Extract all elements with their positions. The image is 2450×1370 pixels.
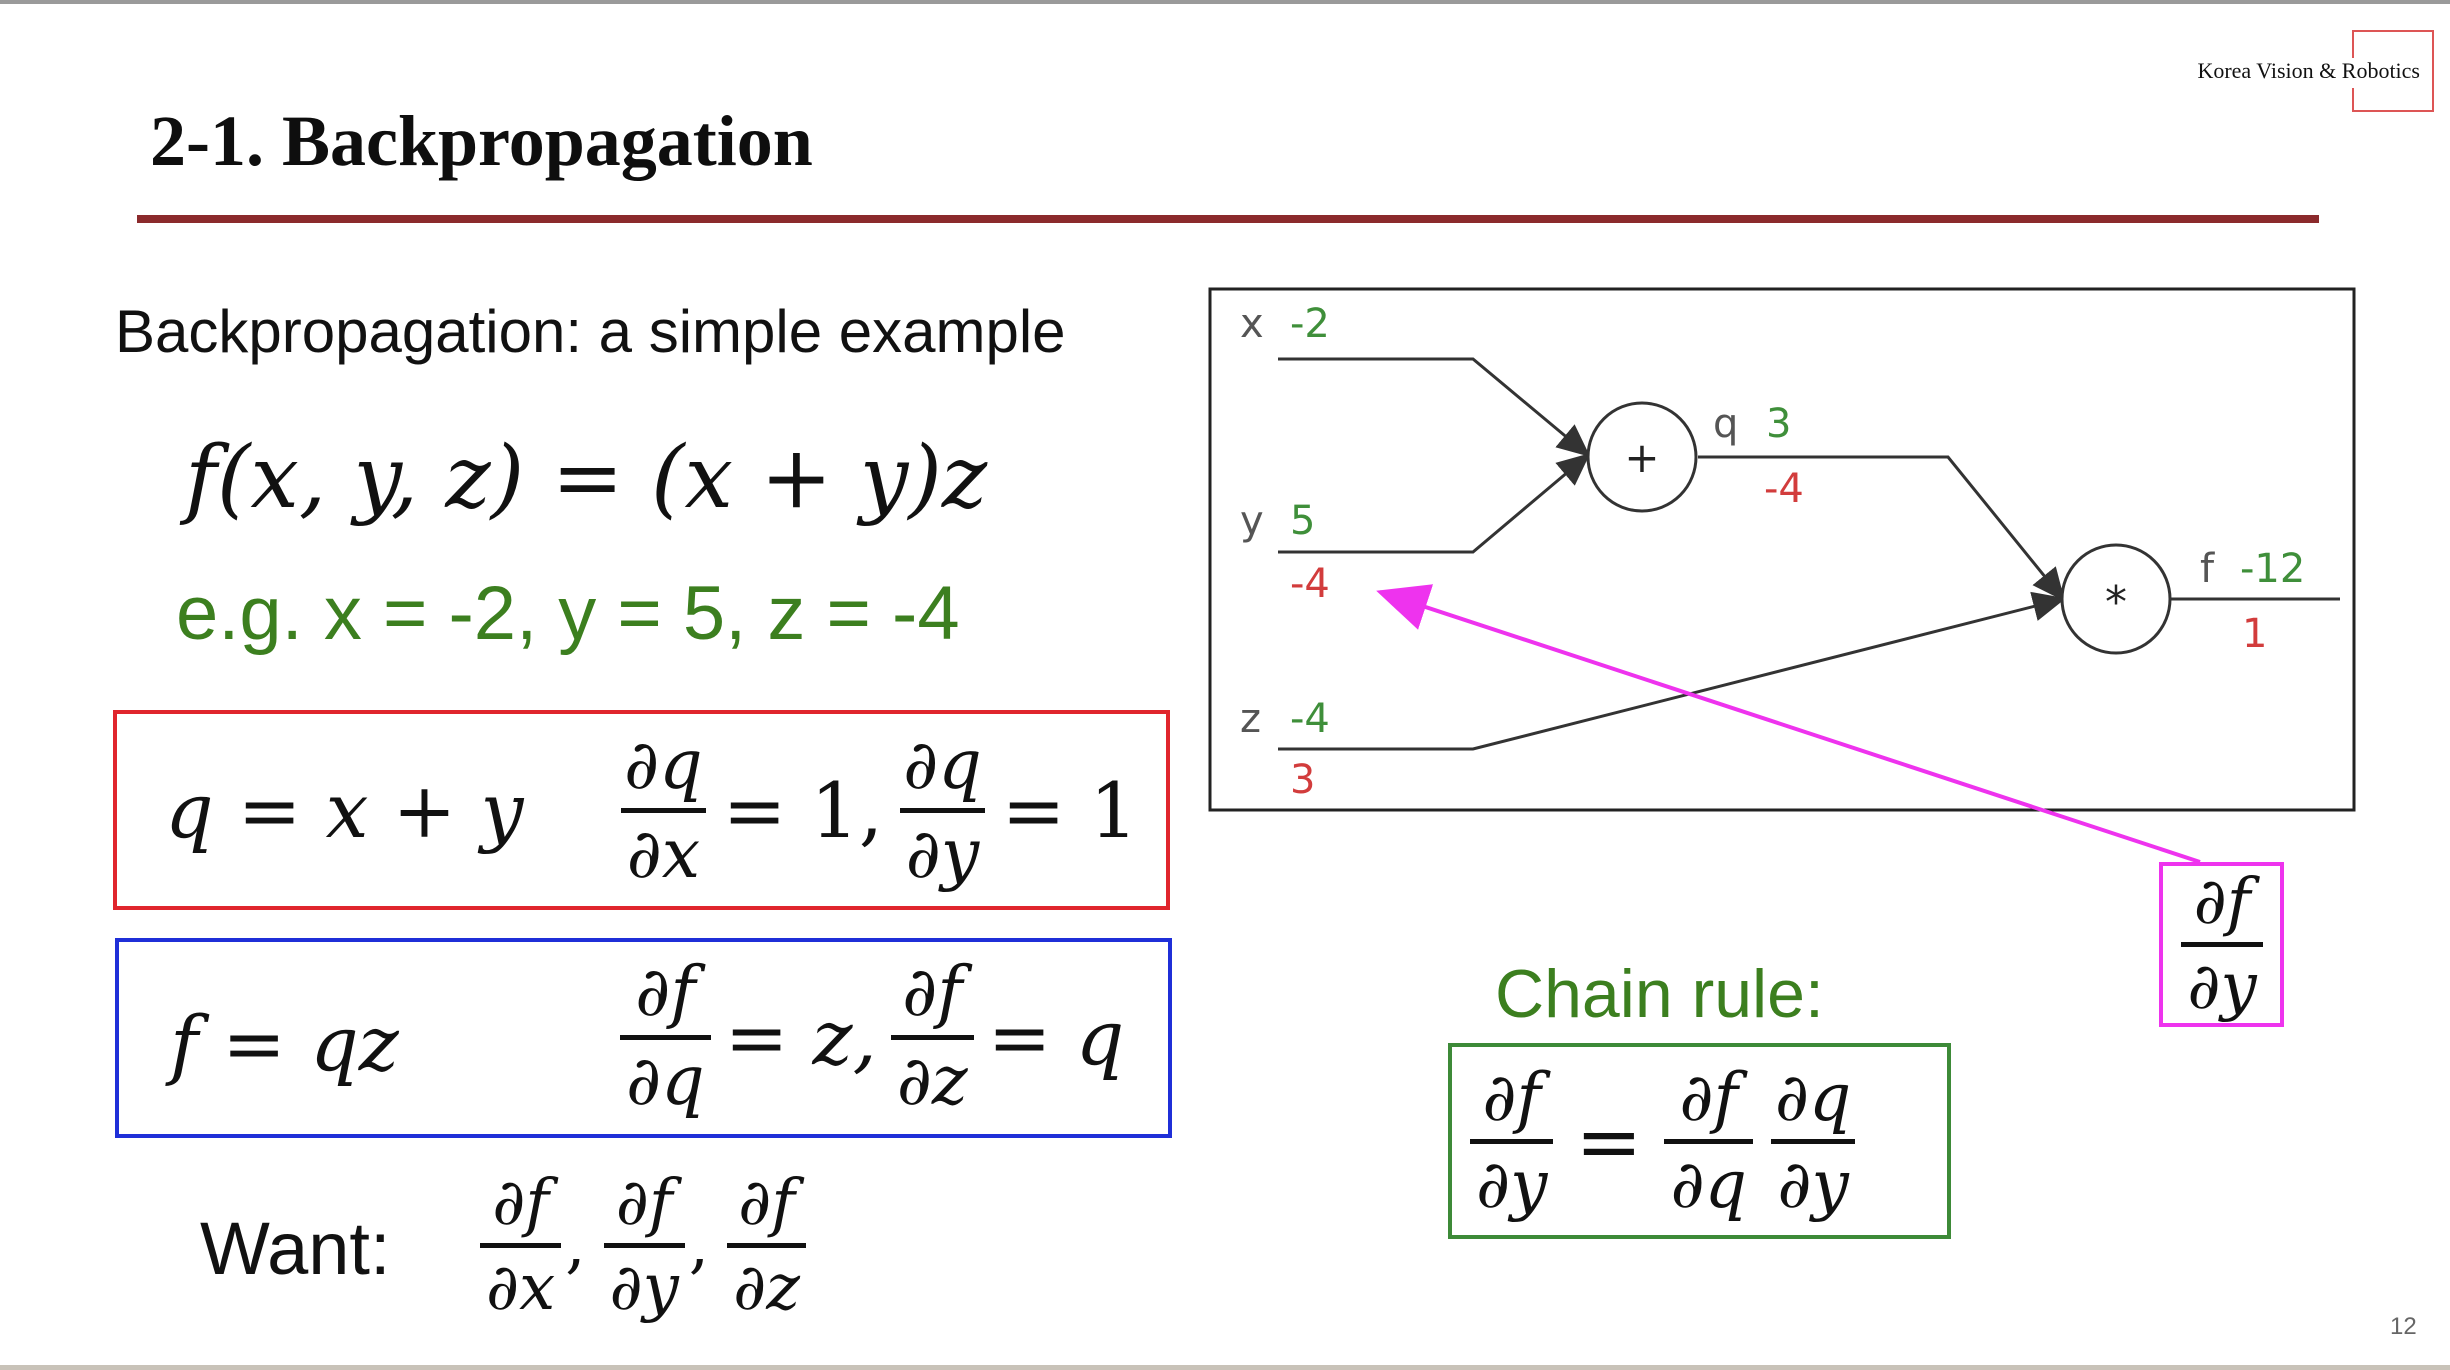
frac-num: ∂f bbox=[902, 952, 963, 1032]
want-label: Want: bbox=[200, 1207, 391, 1290]
input-x-name: x bbox=[1240, 301, 1264, 347]
example-values: e.g. x = -2, y = 5, z = -4 bbox=[176, 571, 960, 656]
want-fraction: ∂f∂z bbox=[727, 1171, 806, 1320]
input-z-name: z bbox=[1240, 696, 1261, 742]
edge-y bbox=[1278, 453, 1591, 554]
dq-dy-fraction: ∂q∂y bbox=[897, 725, 988, 889]
dq-dx-value: = 1, bbox=[722, 765, 884, 855]
page-title: 2-1. Backpropagation bbox=[150, 101, 813, 181]
f-derivatives: ∂f∂q = z, ∂f∂z = q bbox=[620, 958, 1125, 1115]
chain-lhs-fraction: ∂f∂y bbox=[1470, 1058, 1554, 1218]
frac-den: ∂x bbox=[480, 1242, 562, 1320]
node-f-value: -12 bbox=[2240, 546, 2305, 592]
frac-num: ∂f bbox=[635, 952, 696, 1032]
want-fraction: ∂f∂x bbox=[480, 1165, 562, 1320]
frac-num: ∂q bbox=[1774, 1058, 1852, 1136]
want-separator: , bbox=[688, 1208, 710, 1282]
input-x-value: -2 bbox=[1290, 301, 1330, 347]
chain-r1-fraction: ∂f∂q bbox=[1664, 1058, 1753, 1218]
node-f-name: f bbox=[2200, 546, 2215, 592]
frac-den: ∂z bbox=[727, 1242, 806, 1320]
frac-den: ∂q bbox=[620, 1034, 711, 1116]
want-fraction: ∂f∂y bbox=[603, 1165, 685, 1320]
highlight-fraction: ∂f∂y bbox=[2181, 864, 2263, 1019]
node-q-grad: -4 bbox=[1764, 466, 1804, 512]
frac-num: ∂f bbox=[2193, 864, 2251, 939]
frac-num: ∂f bbox=[1482, 1058, 1541, 1136]
subtitle: Backpropagation: a simple example bbox=[115, 298, 1066, 365]
input-z-grad: 3 bbox=[1290, 757, 1315, 803]
multiply-op: * bbox=[2105, 577, 2127, 628]
frac-num: ∂q bbox=[624, 725, 703, 805]
dq-dy-value: = 1 bbox=[1001, 765, 1138, 855]
page-number: 12 bbox=[2390, 1313, 2417, 1340]
f-equation-lhs: f = qz bbox=[170, 998, 399, 1088]
title-rule bbox=[137, 215, 2319, 223]
input-z-value: -4 bbox=[1290, 696, 1330, 742]
want-separator: , bbox=[565, 1208, 586, 1282]
highlight-box bbox=[2159, 862, 2284, 1027]
edge-q bbox=[1698, 455, 2065, 602]
chain-rule-equation: ∂f∂y = ∂f∂q ∂q∂y bbox=[1470, 1058, 1857, 1224]
edge-x bbox=[1278, 357, 1591, 457]
frac-den: ∂y bbox=[603, 1242, 685, 1320]
node-q-value: 3 bbox=[1766, 401, 1791, 447]
frac-den: ∂y bbox=[1470, 1138, 1554, 1218]
frac-num: ∂q bbox=[903, 725, 982, 805]
input-y-grad: -4 bbox=[1290, 561, 1330, 607]
df-dq-fraction: ∂f∂q bbox=[620, 952, 711, 1116]
chain-rule-box bbox=[1448, 1043, 1951, 1239]
frac-den: ∂z bbox=[890, 1034, 974, 1116]
add-node bbox=[1586, 401, 1698, 513]
q-derivatives: ∂q∂x = 1, ∂q∂y = 1 bbox=[618, 731, 1138, 888]
function-expression: f(x, y, z) = (x + y)z bbox=[185, 428, 988, 528]
graph-frame bbox=[1208, 287, 2356, 812]
f-equation-box bbox=[115, 938, 1172, 1138]
frac-num: ∂f bbox=[492, 1165, 549, 1240]
dq-dx-fraction: ∂q∂x bbox=[618, 725, 709, 889]
df-dz-fraction: ∂f∂z bbox=[890, 952, 974, 1116]
df-dq-value: = z, bbox=[724, 992, 877, 1082]
computational-graph: + * x -2 y 5 -4 z -4 3 q 3 -4 f -12 1 bbox=[1208, 287, 2356, 812]
frac-den: ∂q bbox=[1664, 1138, 1753, 1218]
frac-den: ∂y bbox=[1771, 1138, 1855, 1218]
want-derivatives: ∂f∂x , ∂f∂y , ∂f∂z bbox=[480, 1160, 806, 1330]
frac-num: ∂f bbox=[1679, 1058, 1738, 1136]
frac-num: ∂f bbox=[615, 1165, 673, 1240]
input-y-value: 5 bbox=[1290, 498, 1315, 544]
q-equation-lhs: q = x + y bbox=[165, 765, 524, 855]
top-border bbox=[0, 0, 2450, 4]
q-equation-box bbox=[113, 710, 1170, 910]
chain-r2-fraction: ∂q∂y bbox=[1769, 1058, 1857, 1218]
df-dz-value: = q bbox=[987, 992, 1125, 1082]
frac-den: ∂x bbox=[620, 807, 707, 889]
node-q-name: q bbox=[1713, 401, 1738, 447]
org-label: Korea Vision & Robotics bbox=[2180, 58, 2424, 88]
frac-den: ∂y bbox=[899, 807, 986, 889]
add-op: + bbox=[1624, 433, 1659, 482]
bottom-border bbox=[0, 1365, 2450, 1370]
highlight-derivative: ∂f∂y bbox=[2166, 868, 2278, 1020]
input-y-name: y bbox=[1240, 498, 1264, 544]
chain-equals: = bbox=[1575, 1094, 1643, 1188]
node-f-grad: 1 bbox=[2242, 611, 2267, 657]
frac-den: ∂y bbox=[2181, 941, 2263, 1019]
frac-num: ∂f bbox=[738, 1165, 795, 1240]
chain-rule-title: Chain rule: bbox=[1495, 956, 1824, 1032]
